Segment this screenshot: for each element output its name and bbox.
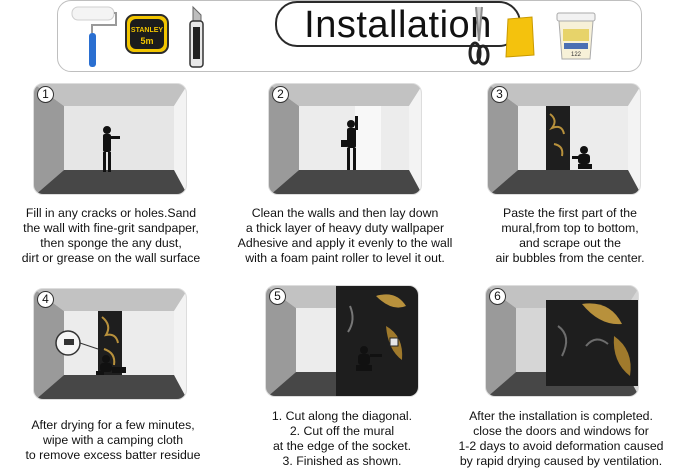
step-4-panel: 4 bbox=[33, 288, 187, 400]
mural-strip bbox=[546, 106, 570, 170]
utility-knife-icon bbox=[189, 5, 204, 68]
step-4-room-illustration bbox=[34, 289, 186, 399]
adhesive-bucket-icon: 122 bbox=[556, 12, 596, 60]
step-1-room-illustration bbox=[34, 84, 186, 194]
step-5-line-2: 2. Cut off the mural bbox=[289, 424, 395, 438]
step-3-line-3: and scrape out the bbox=[519, 236, 621, 250]
step-3-line-1: Paste the first part of the bbox=[503, 206, 637, 220]
step-6-caption: After the installation is completed. clo… bbox=[446, 409, 676, 469]
mural-wall bbox=[336, 286, 418, 396]
step-6-line-3: 1-2 days to avoid deformation caused bbox=[458, 439, 664, 453]
step-1-caption: Fill in any cracks or holes.Sand the wal… bbox=[0, 206, 222, 266]
scraper-icon bbox=[505, 16, 535, 58]
step-5-panel: 5 bbox=[265, 285, 419, 397]
step-2-caption: Clean the walls and then lay down a thic… bbox=[226, 206, 464, 266]
step-5-room-illustration bbox=[266, 286, 418, 396]
step-5-line-1: 1. Cut along the diagonal. bbox=[271, 409, 413, 423]
step-4-number: 4 bbox=[37, 291, 54, 308]
step-1-line-4: dirt or grease on the wall surface bbox=[21, 251, 201, 265]
step-2-number: 2 bbox=[272, 86, 289, 103]
step-4-line-1: After drying for a few minutes, bbox=[31, 418, 195, 432]
step-5-caption: 1. Cut along the diagonal. 2. Cut off th… bbox=[240, 409, 444, 469]
step-4-line-3: to remove excess batter residue bbox=[25, 448, 201, 462]
tape-brand-text: STANLEY bbox=[131, 27, 163, 34]
step-1-line-1: Fill in any cracks or holes.Sand bbox=[25, 206, 197, 220]
step-6-line-2: close the doors and windows for bbox=[473, 424, 649, 438]
step-6-panel: 6 bbox=[485, 285, 639, 397]
step-4-caption: After drying for a few minutes, wipe wit… bbox=[8, 418, 218, 463]
step-3-line-4: air bubbles from the center. bbox=[495, 251, 645, 265]
step-5-line-4: 3. Finished as shown. bbox=[282, 454, 402, 468]
worker-crouching-silhouette bbox=[572, 146, 592, 169]
step-1-line-3: then sponge the any dust, bbox=[40, 236, 182, 250]
step-1-panel: 1 bbox=[33, 83, 187, 195]
step-3-line-2: mural,from top to bottom, bbox=[501, 221, 639, 235]
tape-measure-icon: STANLEY 5m bbox=[125, 14, 169, 54]
step-2-line-1: Clean the walls and then lay down bbox=[251, 206, 439, 220]
step-3-number: 3 bbox=[491, 86, 508, 103]
tools-header: STANLEY 5m Installation 122 bbox=[57, 0, 642, 72]
step-6-line-1: After the installation is completed. bbox=[469, 409, 653, 423]
step-6-room-illustration bbox=[486, 286, 638, 396]
bucket-label-text: 122 bbox=[571, 52, 582, 58]
worker-silhouette bbox=[103, 126, 120, 172]
step-5-line-3: at the edge of the socket. bbox=[272, 439, 412, 453]
step-2-line-4: with a foam paint roller to level it out… bbox=[245, 251, 445, 265]
step-2-room-illustration bbox=[269, 84, 421, 194]
socket bbox=[389, 337, 399, 347]
tape-size-text: 5m bbox=[140, 36, 153, 46]
step-2-panel: 2 bbox=[268, 83, 422, 195]
finished-mural-wall bbox=[546, 300, 638, 386]
step-1-number: 1 bbox=[37, 86, 54, 103]
step-4-line-2: wipe with a camping cloth bbox=[42, 433, 184, 447]
worker-rolling-silhouette bbox=[341, 116, 358, 170]
step-2-line-2: a thick layer of heavy duty wallpaper bbox=[245, 221, 445, 235]
step-2-line-3: Adhesive and apply it evenly to the wall bbox=[237, 236, 453, 250]
worker-wiping-silhouette bbox=[96, 355, 126, 375]
paint-roller-icon bbox=[71, 6, 117, 67]
step-5-number: 5 bbox=[269, 288, 286, 305]
step-6-line-4: by rapid drying caused by ventilation. bbox=[459, 454, 663, 468]
step-6-number: 6 bbox=[489, 288, 506, 305]
step-3-panel: 3 bbox=[487, 83, 641, 195]
scissors-icon bbox=[468, 6, 490, 66]
worker-cutting-silhouette bbox=[356, 346, 382, 371]
step-1-line-2: the wall with fine-grit sandpaper, bbox=[23, 221, 199, 235]
step-3-room-illustration bbox=[488, 84, 640, 194]
step-3-caption: Paste the first part of the mural,from t… bbox=[470, 206, 670, 266]
